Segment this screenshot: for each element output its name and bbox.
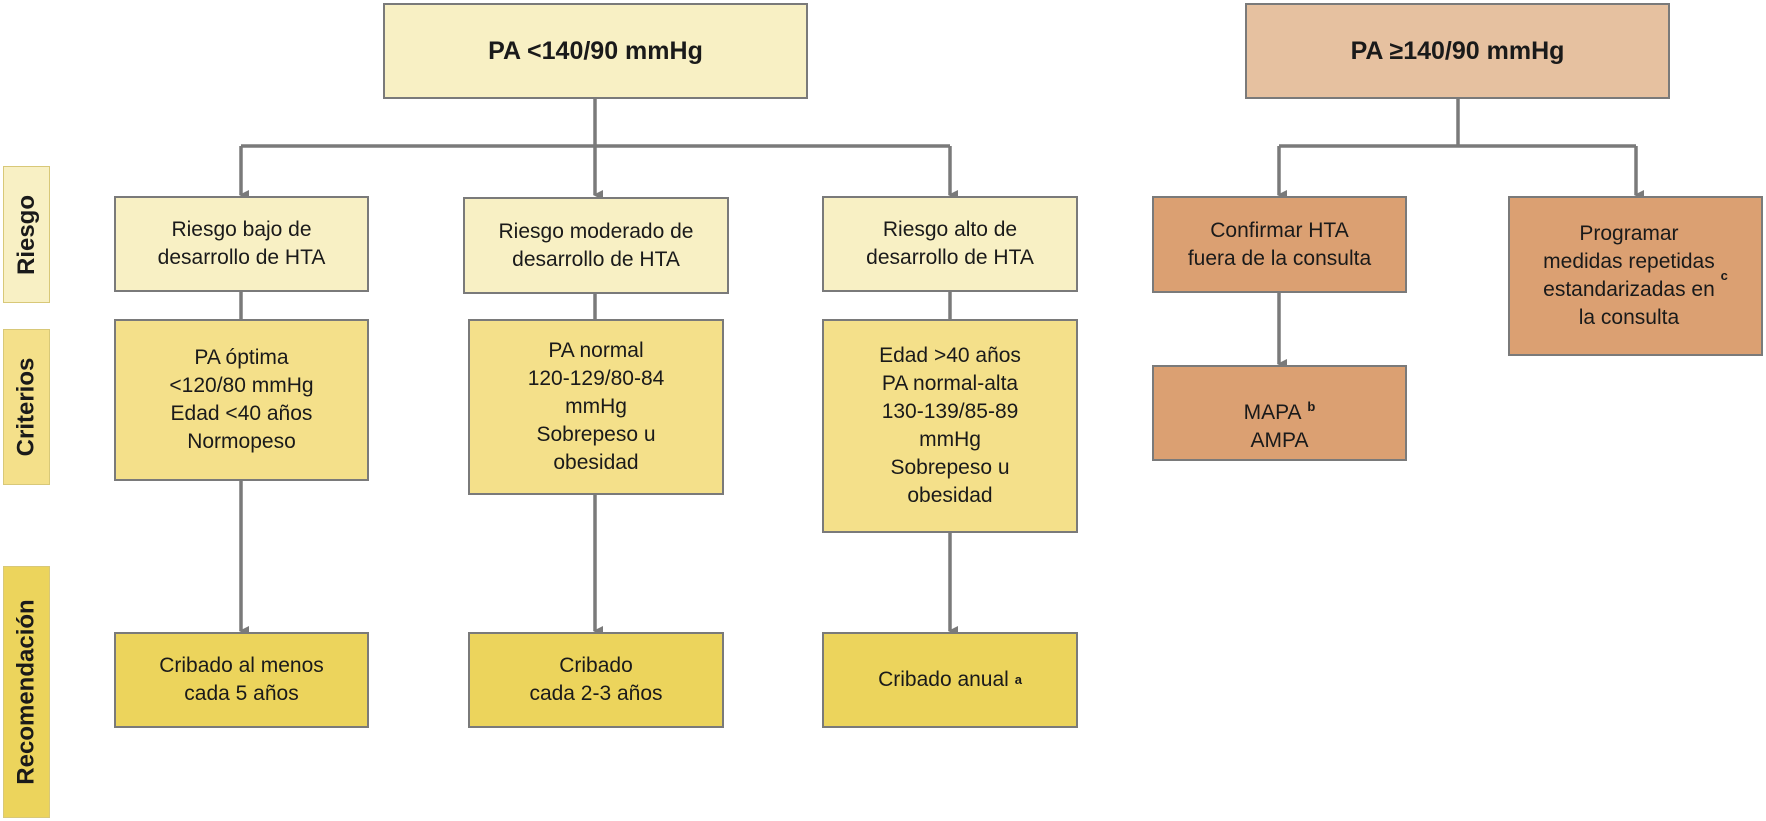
branch-title-bp-above-threshold: PA ≥140/90 mmHg: [1245, 3, 1670, 99]
method-mapa: MAPA b: [1244, 371, 1316, 427]
recommendation-box-low: Cribado al menos cada 5 años: [114, 632, 369, 728]
recommendation-text-low: Cribado al menos cada 5 años: [159, 654, 324, 705]
row-label-riesgo-text: Riesgo: [12, 194, 40, 275]
program-measurements-text: Programar medidas repetidas estandarizad…: [1543, 222, 1715, 329]
program-measurements-box: Programar medidas repetidas estandarizad…: [1508, 196, 1763, 356]
measurement-methods-box: MAPA b AMPA: [1152, 365, 1407, 461]
risk-box-moderate: Riesgo moderado de desarrollo de HTA: [463, 197, 729, 294]
recommendation-text-high: Cribado anual: [878, 668, 1009, 691]
row-label-recomendacion: Recomendación: [3, 566, 50, 818]
criteria-box-moderate: PA normal 120-129/80-84 mmHg Sobrepeso u…: [468, 319, 724, 495]
criteria-box-low: PA óptima <120/80 mmHg Edad <40 años Nor…: [114, 319, 369, 481]
footnote-marker-b: b: [1307, 399, 1316, 414]
risk-box-high: Riesgo alto de desarrollo de HTA: [822, 196, 1078, 292]
criteria-box-high: Edad >40 años PA normal-alta 130-139/85-…: [822, 319, 1078, 533]
row-label-recomendacion-text: Recomendación: [12, 599, 40, 785]
row-label-riesgo: Riesgo: [3, 166, 50, 303]
recommendation-box-moderate: Cribado cada 2-3 años: [468, 632, 724, 728]
risk-box-low: Riesgo bajo de desarrollo de HTA: [114, 196, 369, 292]
method-mapa-text: MAPA: [1243, 401, 1302, 424]
recommendation-text-moderate: Cribado cada 2-3 años: [529, 654, 663, 705]
confirm-hta-box: Confirmar HTA fuera de la consulta: [1152, 196, 1407, 293]
branch-title-bp-below-threshold: PA <140/90 mmHg: [383, 3, 808, 99]
recommendation-box-high: Cribado anual a: [822, 632, 1078, 728]
method-ampa: AMPA: [1250, 429, 1309, 452]
row-label-criterios: Criterios: [3, 329, 50, 485]
row-label-criterios-text: Criterios: [12, 357, 40, 457]
